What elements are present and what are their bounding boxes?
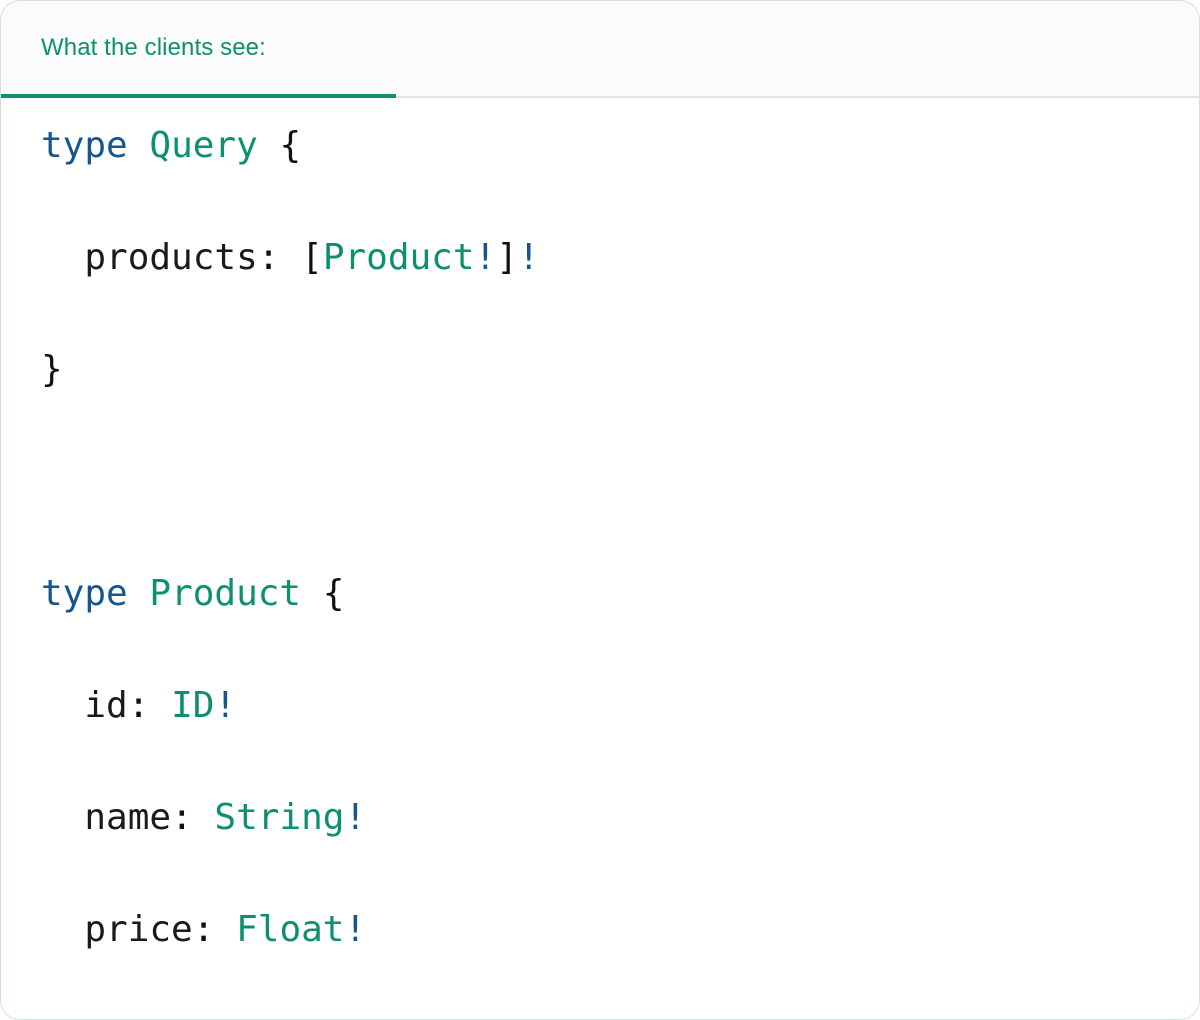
tab-bar: What the clients see: — [1, 1, 1199, 98]
code-token-plain — [214, 909, 236, 950]
code-token-punct: ] — [496, 237, 518, 278]
code-token-punct: : — [171, 797, 193, 838]
code-token-type: Float — [236, 909, 345, 950]
code-token-type: ID — [171, 685, 215, 726]
code-token-punct: { — [279, 125, 302, 166]
code-token-bang: ! — [344, 797, 367, 838]
code-line: type Product { — [41, 566, 1199, 622]
code-token-punct: : — [127, 685, 150, 726]
code-token-kw: type — [41, 573, 128, 614]
code-line: } — [41, 342, 1199, 398]
code-line: price: Float! — [41, 902, 1199, 958]
code-token-plain — [193, 797, 215, 838]
code-token-punct: [ — [301, 237, 323, 278]
code-token-plain — [128, 573, 150, 614]
code-token-type: Product — [149, 573, 302, 614]
code-token-field: price — [41, 909, 193, 950]
code-token-bang: ! — [214, 685, 237, 726]
code-token-field: name — [41, 797, 172, 838]
code-token-plain — [301, 573, 323, 614]
code-token-plain — [279, 237, 301, 278]
tab-what-the-clients-see[interactable]: What the clients see: — [1, 1, 396, 98]
code-token-plain — [149, 685, 171, 726]
code-token-bang: ! — [344, 909, 367, 950]
code-line: type Query { — [41, 118, 1199, 174]
code-token-bang: ! — [474, 237, 497, 278]
code-line: products: [Product!]! — [41, 230, 1199, 286]
code-area: type Query { products: [Product!]! } typ… — [1, 98, 1199, 1019]
code-token-plain — [258, 125, 280, 166]
tab-label: What the clients see: — [41, 33, 266, 61]
code-token-type: String — [214, 797, 345, 838]
code-token-punct: : — [257, 237, 280, 278]
code-token-punct: } — [41, 349, 63, 390]
code-token-type: Product — [322, 237, 475, 278]
code-token-type: Query — [149, 125, 258, 166]
graphql-schema-code[interactable]: type Query { products: [Product!]! } typ… — [1, 118, 1199, 1019]
code-token-plain — [128, 125, 150, 166]
code-token-field: products — [41, 237, 258, 278]
code-token-bang: ! — [517, 237, 540, 278]
code-line: reviews: [Review!]! — [41, 1014, 1199, 1019]
code-token-field: id — [41, 685, 128, 726]
code-line: name: String! — [41, 790, 1199, 846]
code-token-kw: type — [41, 125, 128, 166]
code-token-punct: { — [322, 573, 345, 614]
code-line: id: ID! — [41, 678, 1199, 734]
code-token-punct: : — [192, 909, 215, 950]
code-line-blank — [41, 454, 1199, 510]
